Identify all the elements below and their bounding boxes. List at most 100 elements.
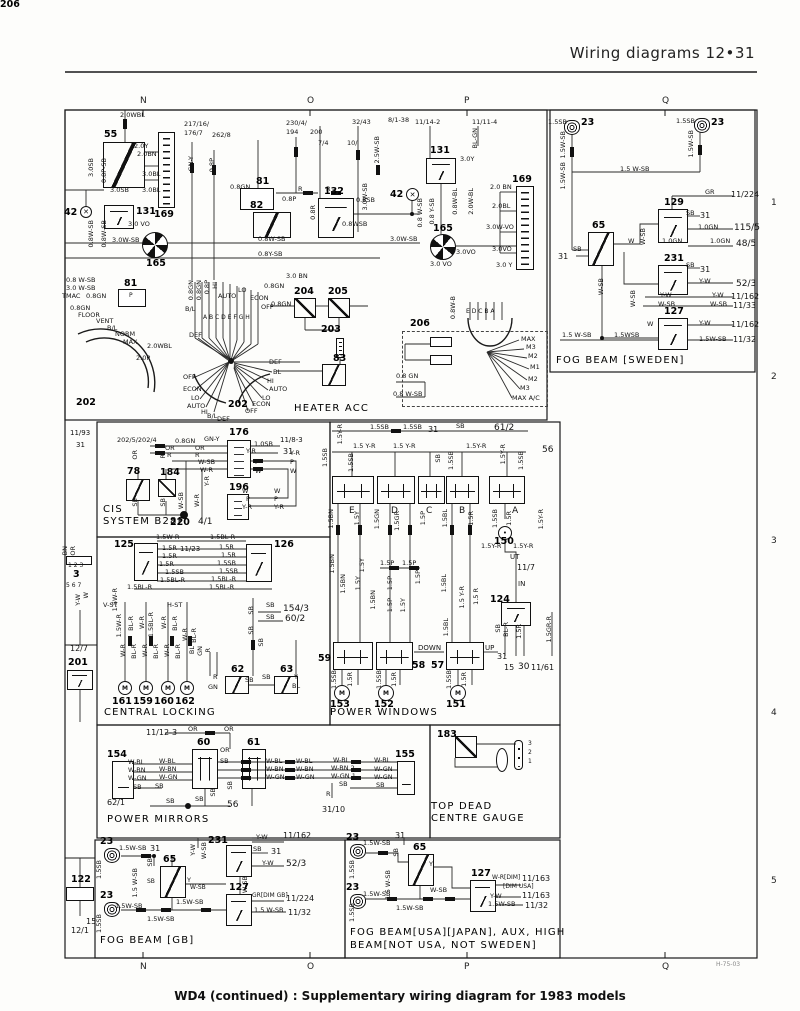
fuse-symbol — [303, 191, 313, 195]
wire — [233, 364, 269, 391]
wswitch-symbol — [377, 476, 415, 504]
wire-label: 1.5R — [162, 552, 177, 560]
component-number: 81 — [124, 278, 138, 289]
wire-label: 31 — [283, 447, 294, 456]
grid-column-label-bottom: P — [464, 962, 470, 972]
wire-label: 1 2 3 — [68, 562, 84, 569]
wire-label: Y — [187, 876, 191, 884]
fuse-symbol — [356, 150, 360, 160]
wire-label: 15 — [86, 917, 97, 926]
wire-label: 154/3 — [283, 604, 309, 614]
dashedbox-symbol — [402, 331, 548, 407]
wire-label: 31 — [395, 831, 406, 840]
wire — [232, 343, 259, 361]
mirrorsw-symbol — [192, 749, 218, 789]
motor-symbol: M — [378, 685, 394, 701]
wire-label: W-R — [163, 644, 171, 658]
wire-label: BL-R — [190, 628, 198, 643]
wire-label: 0.8GN — [230, 183, 251, 191]
wire-label: BL — [273, 368, 282, 376]
wire-label: 12/1 — [71, 926, 89, 935]
wire-label: 1.5BL — [440, 574, 448, 593]
wire-label: 62/1 — [107, 798, 125, 807]
switch-symbol — [160, 866, 186, 898]
wire-label: BL-R — [174, 644, 182, 659]
wire-label: A B C D E F G H — [203, 314, 250, 321]
foglamp-symbol — [104, 902, 120, 917]
wire-label: 0.8SB — [356, 196, 375, 204]
wire-label: SB — [220, 757, 229, 765]
wire-label: ECON — [183, 385, 202, 393]
wire-label: SB — [209, 788, 217, 797]
wire-label: OR — [220, 746, 230, 754]
wire-label: SB — [247, 606, 255, 615]
wire-label: W-GN 1 — [331, 772, 356, 780]
wire-label: 1.0GN — [710, 237, 731, 245]
wire-label: 3.0VO — [492, 245, 512, 253]
wire-label: DOWN — [418, 644, 442, 652]
switch-symbol — [253, 212, 291, 238]
wire-label: 0.8GN — [187, 280, 195, 301]
wire-label: 1.5Y — [353, 511, 361, 526]
component-number: 165 — [146, 258, 166, 269]
wire-label: 1.5SB — [375, 670, 383, 689]
grid-row-label: 5 — [771, 876, 777, 886]
connector-symbol — [227, 494, 249, 520]
wire-label: SB — [253, 845, 262, 853]
wire-label: 31 — [76, 441, 85, 449]
component-number: 159 — [133, 696, 153, 707]
wire — [504, 533, 517, 602]
wire-label: W-BL — [333, 756, 350, 764]
wire-label: W-GN — [374, 765, 393, 773]
wire-label: W — [628, 237, 635, 245]
wire-label: 1.5P — [414, 570, 422, 585]
wire-label: E — [349, 506, 355, 516]
wire-label: 1.5BL-R — [211, 575, 237, 583]
wire — [194, 361, 230, 391]
vres-symbol — [336, 338, 344, 358]
wire — [434, 866, 470, 889]
wire-label: 31 — [558, 252, 569, 261]
component-number: 23 — [711, 117, 725, 128]
component-number: 23 — [346, 882, 360, 893]
section-title: SYSTEM B28F — [103, 516, 185, 527]
component-number: 131 — [430, 145, 450, 156]
wire-label: 1.5BL — [441, 509, 449, 528]
wire-label: 0.8Y-SB — [258, 250, 283, 258]
wire-label: 3.0VO — [456, 248, 476, 256]
wire-label: 60/2 — [285, 614, 306, 624]
wire-label: B/L — [207, 412, 218, 420]
wire-label: 11/224 — [731, 190, 760, 199]
wire-label: [DIM USA] — [503, 883, 534, 890]
wire-label: W-SB — [198, 458, 216, 466]
wire-label: 1.5BL-R — [209, 583, 235, 591]
wire-label: 11/8-3 — [280, 436, 303, 444]
section-title: CIS — [103, 504, 123, 515]
wire-label: SB — [392, 848, 400, 857]
wire-label: W-R — [141, 644, 149, 658]
wire-label: SB — [155, 782, 164, 790]
fuse-symbol — [570, 147, 574, 157]
wire-label: 8/1-38 — [388, 116, 410, 124]
wire-label: SB — [456, 422, 465, 430]
wire-label: OR — [195, 444, 205, 452]
wire-label: W-SB — [629, 290, 637, 308]
motor-symbol: M — [118, 681, 132, 695]
wire-label: LO — [262, 394, 271, 402]
fuse-symbol — [698, 145, 702, 155]
wire-label: 0.8W-B — [449, 296, 457, 320]
wire-label: AUTO — [218, 292, 237, 300]
wire-label: W-SB — [710, 300, 728, 308]
component-number: 42 — [390, 189, 404, 200]
component-number: 65 — [163, 854, 177, 865]
wire-label: 11/12-3 — [146, 728, 178, 737]
wire-label: ECON — [250, 294, 269, 302]
section-border — [344, 839, 561, 959]
wire-label: 1.5SB — [517, 451, 525, 470]
component-number: 78 — [127, 466, 141, 477]
component-number: 42 — [64, 207, 78, 218]
wire-label: SB — [494, 624, 502, 633]
wire-label: Y-R — [242, 503, 253, 511]
